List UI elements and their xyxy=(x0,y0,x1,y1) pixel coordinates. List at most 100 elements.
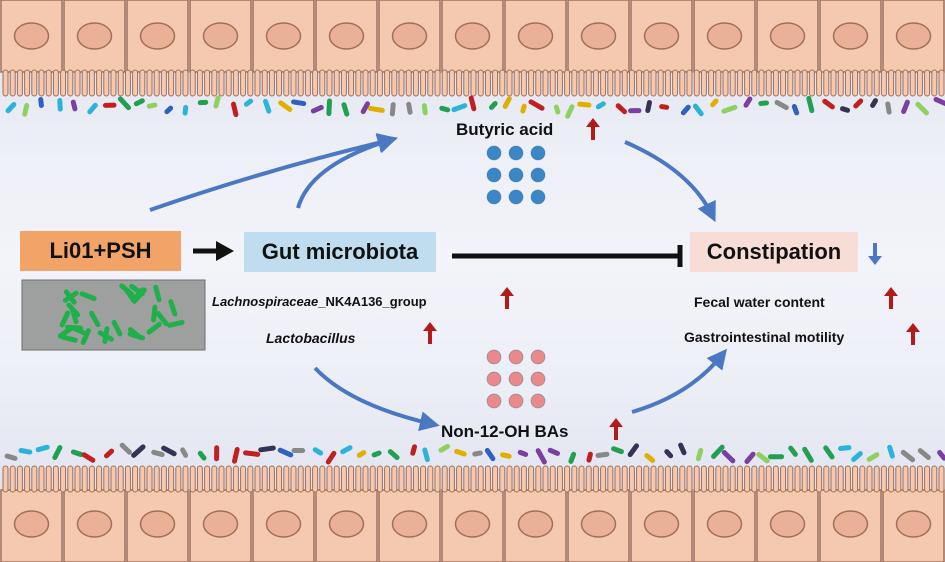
microvillus xyxy=(751,465,758,493)
microvillus xyxy=(722,69,729,97)
microvillus xyxy=(765,465,772,493)
microvillus xyxy=(614,69,621,97)
microvillus xyxy=(110,69,117,97)
cell-nucleus xyxy=(328,510,365,538)
microvillus xyxy=(369,465,376,493)
non-12-oh-bas-label: Non-12-OH BAs xyxy=(441,422,569,441)
fecal-water-label: Fecal water content xyxy=(694,294,825,310)
microvillus xyxy=(412,465,419,493)
bacterium xyxy=(151,449,165,458)
bacterium xyxy=(87,102,98,115)
microvillus xyxy=(189,465,196,493)
bacterium xyxy=(102,102,117,108)
microvillus xyxy=(909,465,916,493)
microvillus xyxy=(319,465,326,493)
microvillus xyxy=(31,69,38,97)
microvillus xyxy=(103,465,110,493)
microvillus xyxy=(859,465,866,493)
microvillus xyxy=(895,465,902,493)
microvillus xyxy=(24,465,31,493)
micrograph-bacterium xyxy=(151,304,158,323)
microvilli-top xyxy=(2,69,945,97)
microvillus xyxy=(297,69,304,97)
cell-nucleus xyxy=(769,22,806,50)
microvillus xyxy=(837,69,844,97)
microvillus xyxy=(290,69,297,97)
microvillus xyxy=(398,69,405,97)
microvillus xyxy=(621,69,628,97)
bacterium xyxy=(310,104,324,114)
bacterium xyxy=(231,101,239,118)
microvillus xyxy=(412,69,419,97)
bacterium xyxy=(243,450,261,457)
microvillus xyxy=(124,69,131,97)
constipation-box: Constipation xyxy=(690,232,858,272)
microvillus xyxy=(830,69,837,97)
bile-acid-dot xyxy=(508,371,524,387)
microvillus xyxy=(312,465,319,493)
bacterium xyxy=(52,445,63,461)
microvillus xyxy=(844,465,851,493)
bacterium xyxy=(258,445,276,453)
microvillus xyxy=(463,465,470,493)
microvillus xyxy=(362,465,369,493)
microvillus xyxy=(758,69,765,97)
micrograph-bacterium xyxy=(79,291,97,302)
microvillus xyxy=(520,69,527,97)
microvillus xyxy=(873,465,880,493)
microvillus xyxy=(708,69,715,97)
bacterium xyxy=(438,443,451,453)
bile-acid-dot xyxy=(530,393,546,409)
microvillus xyxy=(607,465,614,493)
microvillus xyxy=(204,465,211,493)
microvillus xyxy=(160,69,167,97)
cell-nucleus xyxy=(13,22,50,50)
microvillus xyxy=(81,465,88,493)
bile-acid-dot xyxy=(530,349,546,365)
microvillus xyxy=(38,465,45,493)
bacterium xyxy=(243,98,254,107)
microvillus xyxy=(74,465,81,493)
microvillus xyxy=(528,69,535,97)
microvillus xyxy=(312,69,319,97)
microvillus xyxy=(441,465,448,493)
microvillus xyxy=(391,465,398,493)
bacterium xyxy=(387,449,400,460)
bacterium xyxy=(484,447,496,462)
microvillus xyxy=(441,69,448,97)
microvillus xyxy=(578,465,585,493)
bacterium xyxy=(421,103,428,116)
microvillus xyxy=(744,465,751,493)
butyrate-dot xyxy=(508,167,524,183)
microvillus xyxy=(355,465,362,493)
microvillus xyxy=(852,465,859,493)
cell-nucleus xyxy=(202,510,239,538)
bacterium xyxy=(35,444,50,453)
butyrate-dot xyxy=(530,145,546,161)
microvillus xyxy=(499,69,506,97)
up-arrow-head xyxy=(609,418,623,427)
microvillus xyxy=(391,69,398,97)
microvillus xyxy=(823,69,830,97)
microvillus xyxy=(470,465,477,493)
microvillus xyxy=(398,465,405,493)
bacterium xyxy=(439,105,451,113)
microvillus xyxy=(787,69,794,97)
micrograph-bacterium xyxy=(80,328,91,345)
microvillus xyxy=(866,465,873,493)
microvillus xyxy=(110,465,117,493)
microvillus xyxy=(600,465,607,493)
microvillus xyxy=(931,69,938,97)
bacterium xyxy=(568,451,577,464)
microvillus xyxy=(24,69,31,97)
microvillus xyxy=(254,69,261,97)
butyrate-molecules xyxy=(486,145,546,205)
microvillus xyxy=(664,465,671,493)
lactobacillus-label: Lactobacillus xyxy=(266,330,356,346)
microvillus xyxy=(628,69,635,97)
lachnospiraceae-suffix: _NK4A136_group xyxy=(318,294,427,309)
microvillus xyxy=(564,69,571,97)
microvillus xyxy=(650,69,657,97)
bacterium xyxy=(901,99,910,115)
microvillus xyxy=(924,69,931,97)
